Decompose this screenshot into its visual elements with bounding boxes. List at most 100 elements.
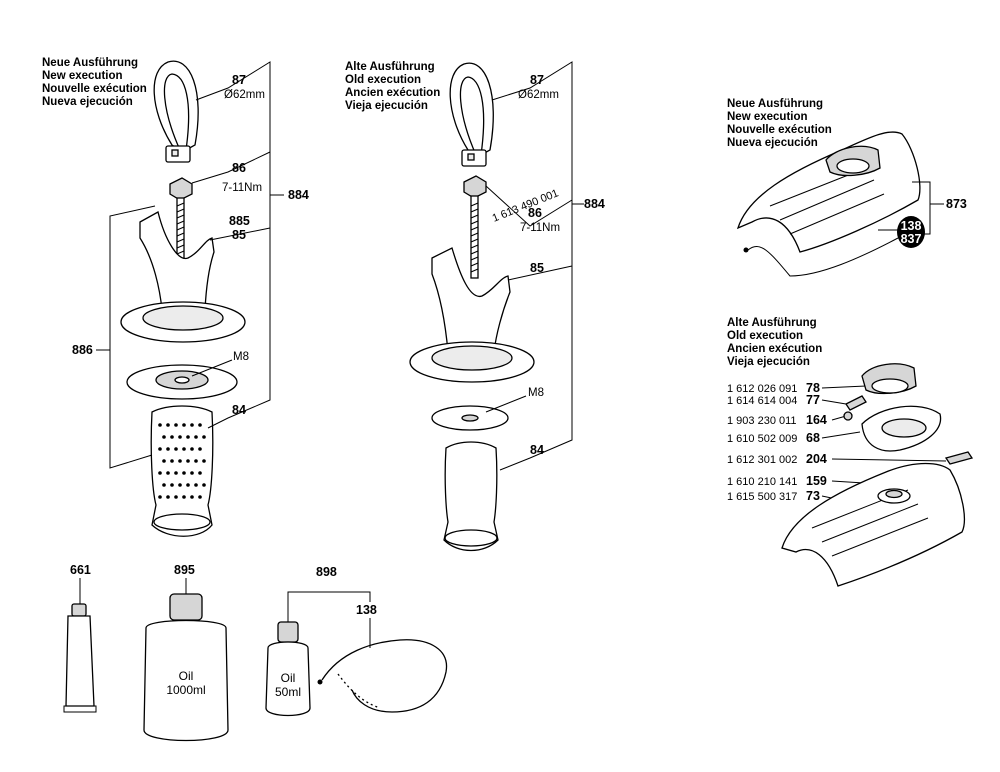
left-handle-assembly: Neue Ausführung New execution Nouvelle e… <box>42 57 309 537</box>
part-number-204: 1 612 301 002 <box>727 454 797 466</box>
ref-87: 87 <box>530 73 544 87</box>
ref-885: 885 <box>229 214 250 228</box>
ref-138: 138 <box>901 219 922 233</box>
header-new-es: Nueva ejecución <box>727 137 818 149</box>
ref-884: 884 <box>584 197 605 211</box>
ref-837: 837 <box>901 232 922 246</box>
seal-cord-end <box>317 679 323 685</box>
left-bracket-886 <box>109 205 156 469</box>
middle-handle-assembly: Alte Ausführung Old execution Ancien exé… <box>345 61 605 552</box>
ref-164: 164 <box>806 413 827 427</box>
depth-stop-strap <box>449 62 494 157</box>
ref-77: 77 <box>806 393 820 407</box>
ref-84: 84 <box>530 443 544 457</box>
torque-spec: 7-11Nm <box>520 222 560 234</box>
tube-cap <box>71 603 87 617</box>
dim-62mm: Ø62mm <box>518 89 559 101</box>
oil-label-1: Oil <box>179 669 194 683</box>
ref-68: 68 <box>806 431 820 445</box>
strap-clamp-hole <box>171 149 179 157</box>
bolt-head <box>169 177 193 201</box>
ref-73: 73 <box>806 489 820 503</box>
cover-plate-opening <box>881 418 927 438</box>
right-cover-new: Neue Ausführung New execution Nouvelle e… <box>727 98 967 277</box>
bolt-part-number: 1 613 490 001 <box>491 187 561 224</box>
header-new-de: Neue Ausführung <box>727 98 823 110</box>
m8-washer-hole <box>461 414 479 422</box>
part-number-77: 1 614 614 004 <box>727 395 797 407</box>
leader-204 <box>831 458 947 462</box>
leader-86 <box>191 151 271 184</box>
oil-label-2: 1000ml <box>166 683 205 697</box>
thread-m8: M8 <box>233 351 249 363</box>
ref-87: 87 <box>232 73 246 87</box>
part-number-68: 1 610 502 009 <box>727 433 797 445</box>
handle-grip <box>150 405 214 537</box>
depth-stop-strap <box>153 60 199 152</box>
part-number-164: 1 903 230 011 <box>727 415 797 427</box>
header-old-en: Old execution <box>345 74 421 86</box>
header-new-es: Nueva ejecución <box>42 96 133 108</box>
oil-bottle-1000ml <box>143 619 229 742</box>
leader-68 <box>821 431 861 439</box>
leader-85 <box>507 265 573 281</box>
header-new-en: New execution <box>42 70 123 82</box>
ref-895: 895 <box>174 563 195 577</box>
right-cover-old: Alte Ausführung Old execution Ancien exé… <box>727 317 974 587</box>
ref-84: 84 <box>232 403 246 417</box>
ref-85: 85 <box>232 228 246 242</box>
header-old-de: Alte Ausführung <box>727 317 817 329</box>
bolt-thread <box>470 202 479 273</box>
retaining-clip <box>944 451 974 465</box>
oil-small-label-1: Oil <box>281 671 296 685</box>
grip-dot-pattern <box>158 423 206 499</box>
bottle-cap <box>169 593 203 621</box>
ref-204: 204 <box>806 452 827 466</box>
seal-cord <box>321 639 448 713</box>
cover-boss-hole <box>885 489 903 499</box>
leader-77 <box>821 399 847 405</box>
selector-knob-base <box>871 378 909 394</box>
handle-grip <box>443 441 499 552</box>
middle-bracket-884 <box>491 61 573 471</box>
ref-886: 886 <box>72 343 93 357</box>
leader-78 <box>821 385 867 389</box>
grip-end-cap <box>444 529 498 547</box>
seal-cord <box>747 237 899 277</box>
tube-crimp <box>63 705 97 713</box>
bottom-accessories: 661 895 Oil 1000ml 898 138 Oil 50ml <box>63 563 448 742</box>
ref-86: 86 <box>528 206 542 220</box>
bolt-thread <box>176 202 185 255</box>
header-new-fr: Nouvelle exécution <box>42 83 147 95</box>
dim-62mm: Ø62mm <box>224 89 265 101</box>
ref-884: 884 <box>288 188 309 202</box>
header-old-es: Vieja ejecución <box>345 100 428 112</box>
bolt-shank <box>470 195 479 279</box>
seal-cord-shadow <box>337 673 381 709</box>
bolt-head <box>463 175 487 199</box>
housing-cover <box>736 131 921 253</box>
leader-m8 <box>191 359 233 377</box>
header-old-fr: Ancien exécution <box>345 87 440 99</box>
ref-badge-138-837 <box>897 216 925 248</box>
ref-159: 159 <box>806 474 827 488</box>
ref-898: 898 <box>316 565 337 579</box>
m8-washer-hole <box>174 376 190 384</box>
left-bracket-884 <box>195 61 271 429</box>
header-old-de: Alte Ausführung <box>345 61 435 73</box>
handle-collar-inner <box>431 345 513 371</box>
seal-cord-end <box>743 247 749 253</box>
ref-85: 85 <box>530 261 544 275</box>
ref-873: 873 <box>946 197 967 211</box>
header-new-fr: Nouvelle exécution <box>727 124 832 136</box>
selector-knob-base <box>836 158 870 174</box>
grip-end-cap <box>153 513 211 531</box>
spring-washer <box>843 411 853 421</box>
strap-clamp-hole <box>467 153 475 161</box>
ref-661: 661 <box>70 563 91 577</box>
part-number-78: 1 612 026 091 <box>727 383 797 395</box>
header-old-fr: Ancien exécution <box>727 343 822 355</box>
leader-m8 <box>485 395 527 413</box>
ref-138: 138 <box>356 603 377 617</box>
ref-86: 86 <box>232 161 246 175</box>
